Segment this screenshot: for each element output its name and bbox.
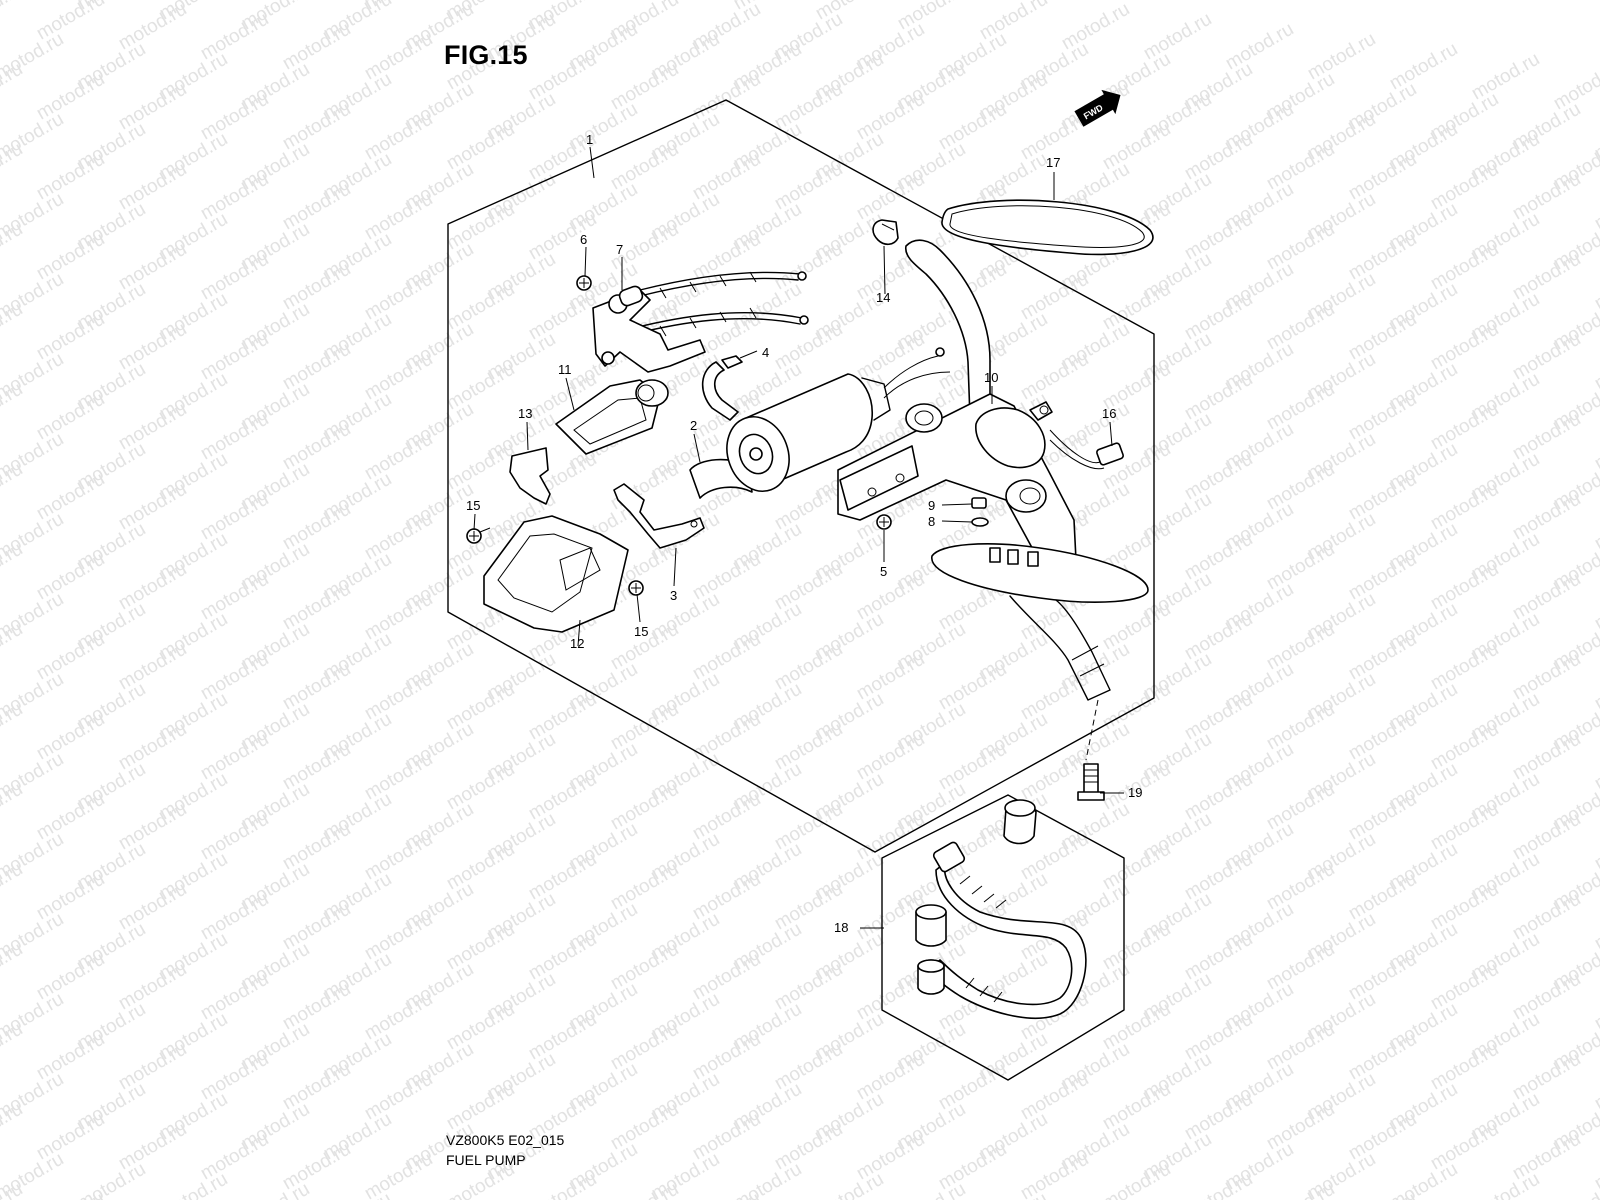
callout-17: 17 [1046, 155, 1060, 170]
callout-6: 6 [580, 232, 587, 247]
nut-9 [971, 497, 987, 509]
callout-15-upper: 15 [466, 498, 480, 513]
filter-gasket [509, 447, 551, 505]
diagram-name: FUEL PUMP [446, 1152, 526, 1168]
callout-15-lower: 15 [634, 624, 648, 639]
wire-harness-leads [625, 271, 809, 337]
bolt-19 [1077, 763, 1105, 801]
pump-clamp-band [701, 355, 743, 421]
callout-7: 7 [616, 242, 623, 257]
pump-bracket [613, 483, 705, 549]
mounting-flange [931, 543, 1149, 761]
fuel-hose [915, 799, 1087, 1019]
diagram-footer: VZ800K5 E02_015 FUEL PUMP [446, 1130, 564, 1170]
diagram-code: VZ800K5 E02_015 [446, 1132, 565, 1148]
screw-15-upper [466, 527, 491, 544]
callout-18: 18 [834, 920, 848, 935]
assembly-outline [447, 99, 1155, 853]
o-ring-gasket [941, 199, 1154, 256]
wire-bracket [592, 285, 706, 373]
callout-labels: 1 2 3 4 5 6 7 8 9 10 11 12 13 14 15 15 1… [466, 132, 1142, 935]
callout-14: 14 [876, 290, 890, 305]
callout-3: 3 [670, 588, 677, 603]
callout-12: 12 [570, 636, 584, 651]
callout-5: 5 [880, 564, 887, 579]
screw-6 [576, 275, 592, 291]
hose-clip [872, 219, 899, 246]
fuel-filter [555, 379, 669, 455]
callout-9: 9 [928, 498, 935, 513]
screw-5 [876, 514, 892, 530]
callout-19: 19 [1128, 785, 1142, 800]
callout-1: 1 [586, 132, 593, 147]
figure-title: FIG.15 [444, 40, 528, 70]
pump-cover [483, 515, 629, 633]
callout-4: 4 [762, 345, 769, 360]
callout-2: 2 [690, 418, 697, 433]
callout-10: 10 [984, 370, 998, 385]
callout-16: 16 [1102, 406, 1116, 421]
screw-15-lower [628, 580, 644, 596]
callout-11: 11 [558, 362, 572, 377]
hose-kit-outline [881, 794, 1125, 1081]
callout-13: 13 [518, 406, 532, 421]
leader-lines [473, 146, 1124, 929]
fuel-pump-motor [726, 347, 951, 492]
washer-8 [971, 517, 989, 527]
callout-8: 8 [928, 514, 935, 529]
fwd-arrow-icon: FWD [1074, 89, 1121, 127]
